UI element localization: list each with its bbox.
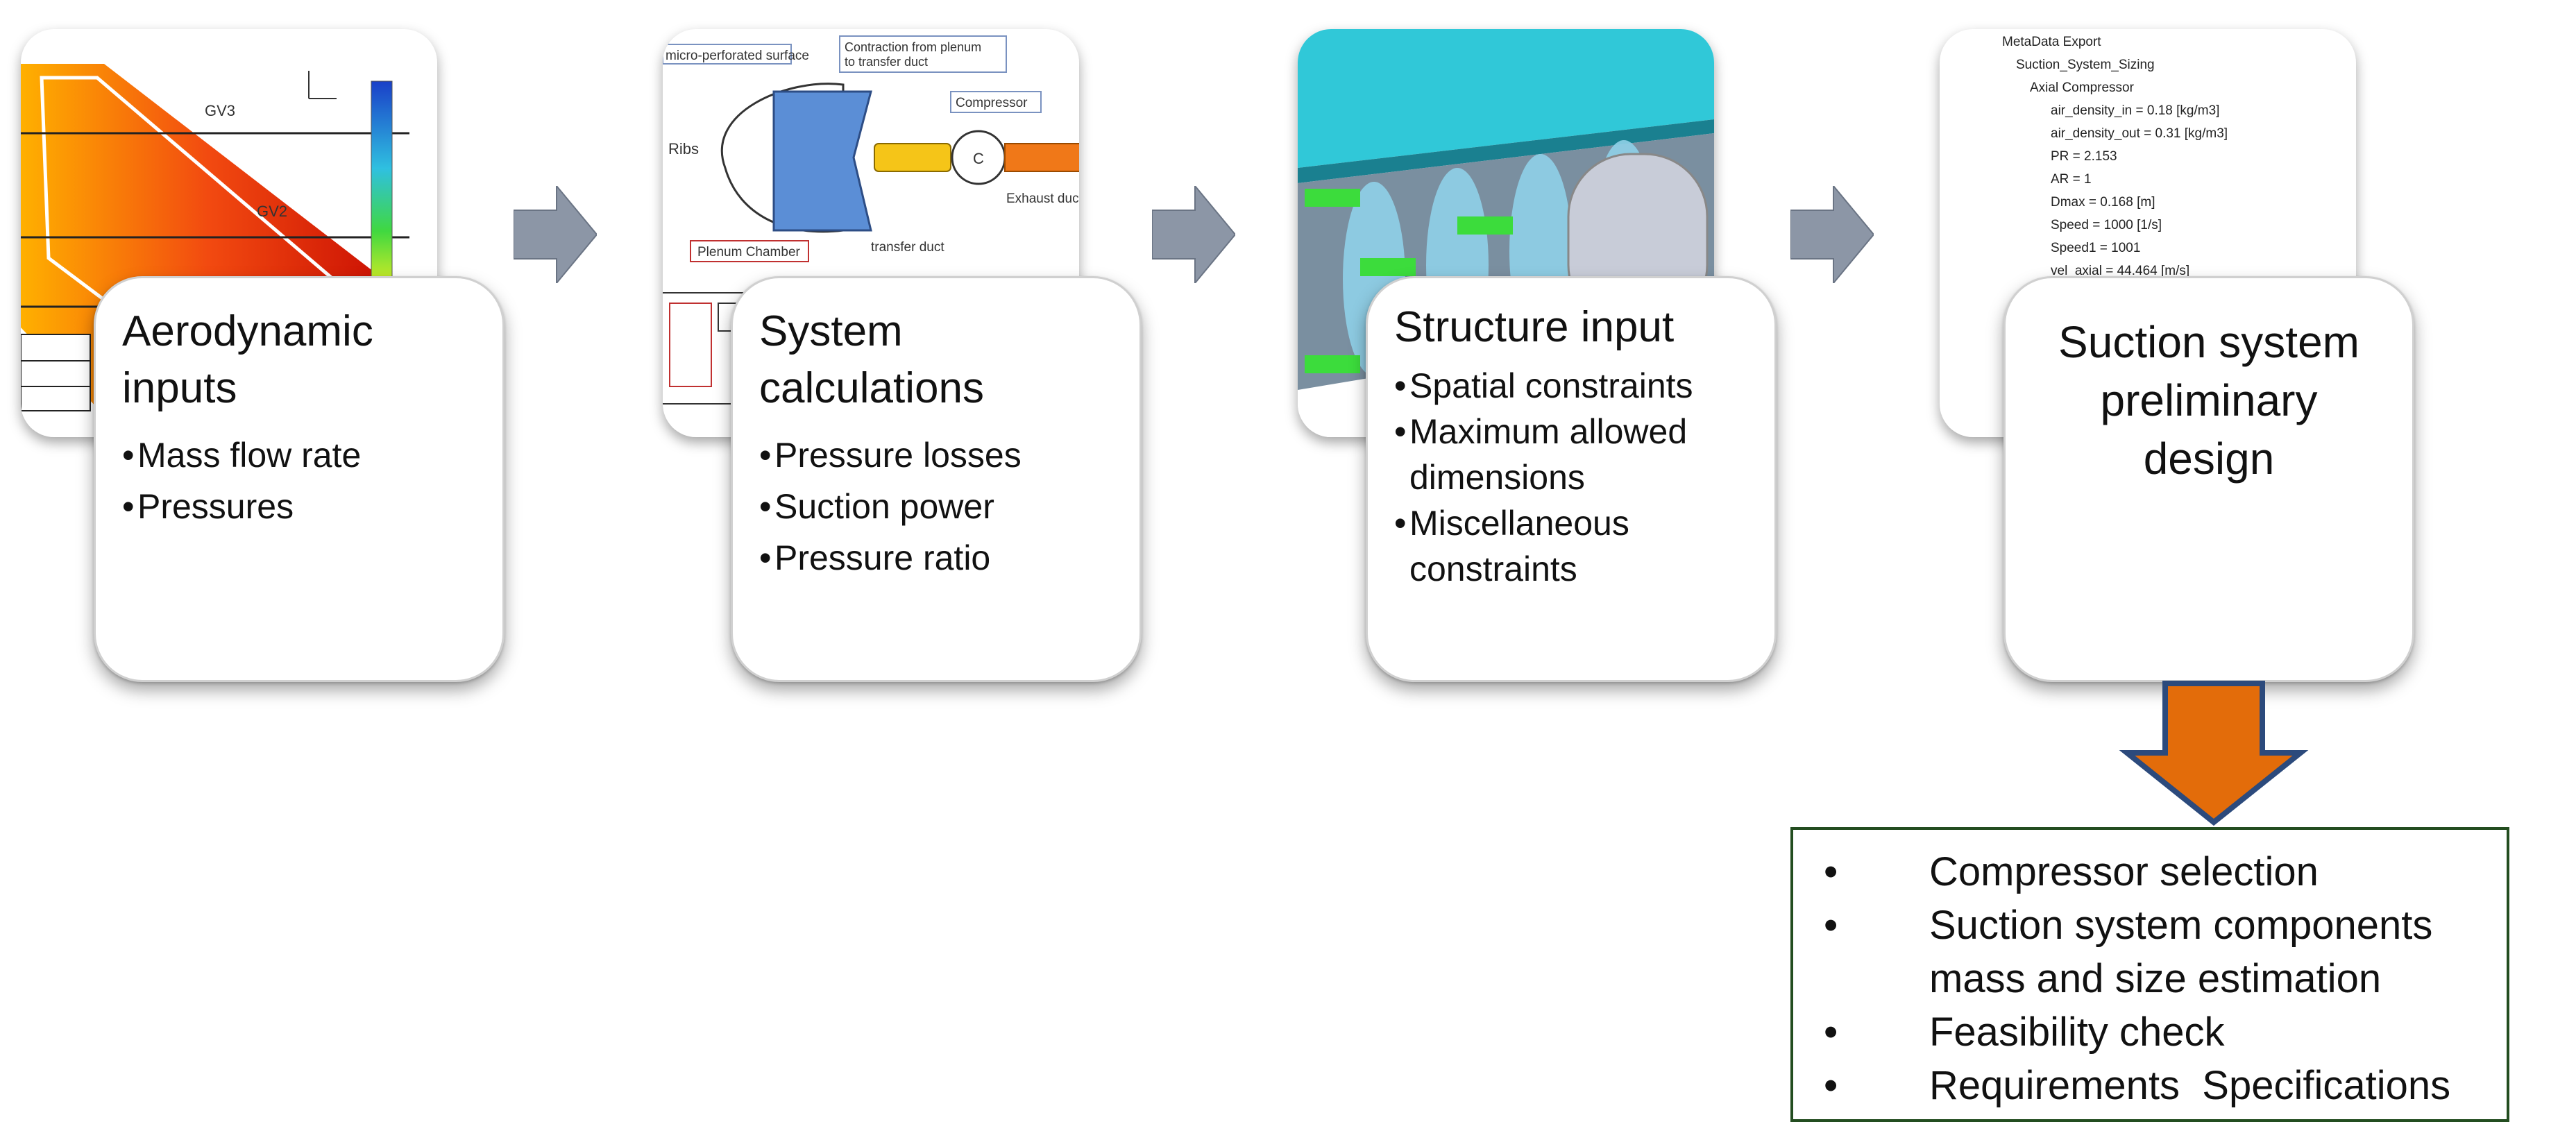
step-bullet: •Spatial constraints — [1394, 366, 1693, 405]
label-box — [663, 44, 792, 65]
gv2-label: GV2 — [257, 203, 287, 220]
output-item: •Compressor selection — [1824, 849, 2319, 894]
tree-item[interactable]: MetaData Export — [2002, 35, 2101, 49]
design-outputs-box: •Compressor selection •Suction system co… — [1790, 827, 2509, 1122]
step-bullet: •Miscellaneous — [1394, 504, 1629, 543]
compressor-symbol: C — [973, 150, 984, 167]
label-box — [690, 240, 809, 262]
step-bullet: •Mass flow rate — [122, 436, 362, 475]
step-bullet: •Pressure ratio — [759, 538, 991, 577]
contraction-label-2: to transfer duct — [845, 55, 928, 69]
step-bullet-list: •Mass flow rate •Pressures — [122, 429, 502, 532]
exhaust-duct-label: Exhaust duct — [1006, 192, 1079, 206]
label-tag — [1305, 189, 1360, 207]
compressor-label: Compressor — [956, 96, 1028, 110]
micro-perforated-label: micro-perforated surface — [666, 49, 809, 63]
gv3-label: GV3 — [205, 102, 235, 119]
tree-item[interactable]: Axial Compressor — [2030, 80, 2134, 95]
label-box — [839, 35, 1007, 73]
label-box — [950, 91, 1042, 113]
tree-item[interactable]: air_density_in = 0.18 [kg/m3] — [2051, 103, 2220, 118]
output-item: •Suction system components — [1824, 903, 2433, 948]
tree-item[interactable]: Speed1 = 1001 — [2051, 241, 2141, 255]
step-bullet: •Pressures — [122, 487, 294, 526]
flow-arrow-3 — [1790, 186, 1874, 283]
parameter-tree-thumbnail: MetaData Export Suction_System_Sizing Ax… — [1940, 29, 2356, 437]
tree-item[interactable]: AR = 1 — [2051, 172, 2092, 187]
step-bullet: •Maximum allowed — [1394, 412, 1688, 451]
step-bullet: •Pressure losses — [759, 436, 1022, 475]
transfer-duct-label: transfer duct — [871, 240, 944, 255]
ribs-label: Ribs — [668, 140, 699, 158]
transfer-duct-shape — [874, 143, 951, 172]
tree-item[interactable]: Dmax = 0.168 [m] — [2051, 195, 2155, 210]
step-bullet: •Suction power — [759, 487, 994, 526]
label-tag — [1457, 216, 1513, 235]
tree-item[interactable]: vel_axial = 44.464 [m/s] — [2051, 264, 2190, 278]
step-bullet-continuation: dimensions — [1409, 458, 1585, 497]
label-tag — [1360, 258, 1416, 276]
output-item: •Feasibility check — [1824, 1010, 2225, 1055]
label-tag — [1305, 355, 1360, 373]
step-bullet-list: •Spatial constraints •Maximum allowed di… — [1394, 363, 1774, 592]
skin-band — [1298, 119, 1714, 183]
table-fragment — [21, 334, 91, 411]
tree-item[interactable]: air_density_out = 0.31 [kg/m3] — [2051, 126, 2228, 141]
plenum-chamber-label: Plenum Chamber — [697, 245, 801, 260]
output-item-continuation: mass and size estimation — [1929, 956, 2382, 1001]
tree-item[interactable]: Suction_System_Sizing — [2016, 58, 2155, 72]
step-card-structure-input: Structure input •Spatial constraints •Ma… — [1366, 276, 1777, 682]
output-item: •Requirements Specifications — [1824, 1063, 2451, 1108]
step-title: Suction system preliminary design — [2058, 317, 2359, 484]
tree-item[interactable]: PR = 2.153 — [2051, 149, 2117, 164]
step-title: Structure input — [1394, 303, 1675, 351]
skin-top — [1298, 29, 1714, 168]
parameter-tree: MetaData Export Suction_System_Sizing Ax… — [1988, 35, 2349, 340]
step-bullet-continuation: constraints — [1409, 550, 1577, 588]
design-outputs-list: •Compressor selection •Suction system co… — [1824, 845, 2493, 1112]
contraction-label: Contraction from plenum — [845, 40, 981, 54]
step-bullet-list: •Pressure losses •Suction power •Pressur… — [759, 429, 1139, 584]
flow-arrow-1 — [514, 186, 597, 283]
flow-block — [669, 303, 712, 387]
exhaust-duct-shape — [1004, 143, 1079, 172]
step-card-preliminary-design: Suction system preliminary design — [2003, 276, 2414, 682]
tree-item[interactable]: Speed = 1000 [1/s] — [2051, 218, 2162, 232]
flow-arrow-2 — [1152, 186, 1235, 283]
plenum-chamber-shape — [772, 90, 872, 232]
output-down-arrow — [2119, 681, 2309, 826]
